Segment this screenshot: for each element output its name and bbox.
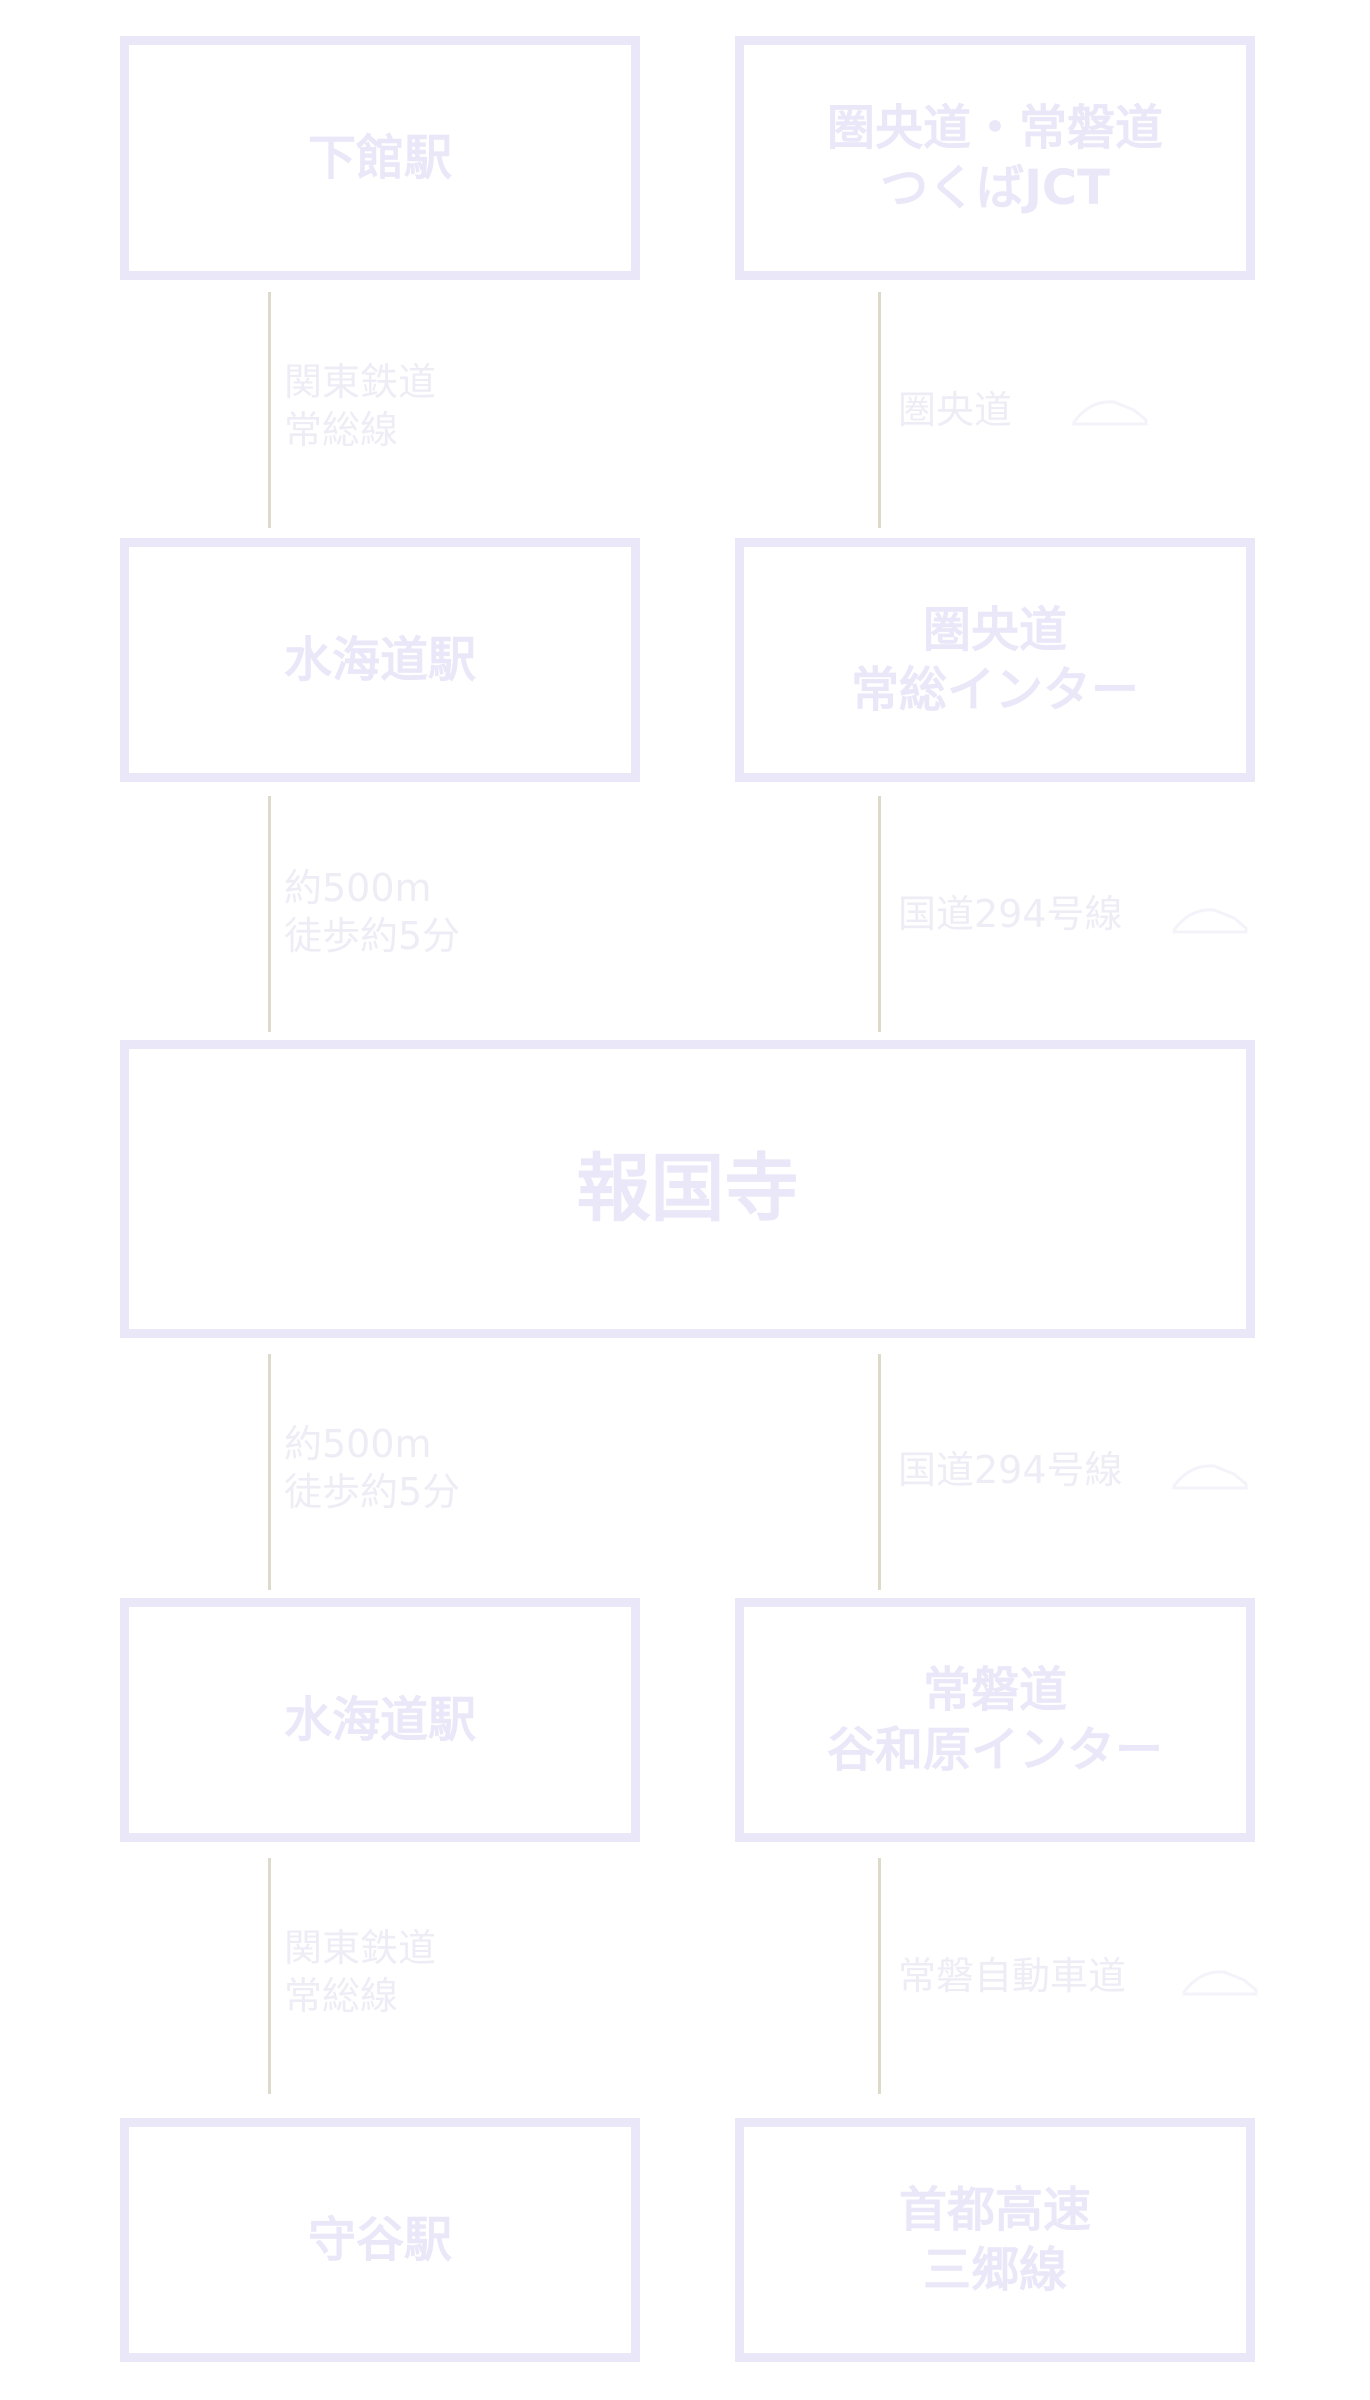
connector-line-left-1 [268, 292, 271, 528]
connector-line-right-1 [878, 292, 881, 528]
car-icon [1072, 400, 1148, 426]
connector-label-left-2: 約500m 徒歩約5分 [284, 866, 461, 958]
connector-line-right-4 [878, 1858, 881, 2094]
connector-line-right-3 [878, 1354, 881, 1590]
connector-label-right-2: 国道294号線 [898, 892, 1123, 936]
car-icon [1182, 1970, 1258, 1996]
connector-label-left-1: 関東鉄道 常総線 [284, 360, 437, 452]
connector-label-right-1: 圏央道 [898, 388, 1013, 432]
node-mitsukaido-station-top: 水海道駅 [120, 538, 640, 782]
node-yawara-interchange: 常磐道 谷和原インター [735, 1598, 1255, 1842]
node-moriya-station: 守谷駅 [120, 2118, 640, 2362]
node-shimodate-station: 下館駅 [120, 36, 640, 280]
connector-line-left-3 [268, 1354, 271, 1590]
connector-line-left-2 [268, 796, 271, 1032]
connector-label-right-3: 国道294号線 [898, 1448, 1123, 1492]
connector-label-left-3: 約500m 徒歩約5分 [284, 1422, 461, 1514]
node-destination-hokokuji: 報国寺 [120, 1040, 1255, 1338]
connector-line-left-4 [268, 1858, 271, 2094]
connector-line-right-2 [878, 796, 881, 1032]
node-joso-interchange: 圏央道 常総インター [735, 538, 1255, 782]
node-mitsukaido-station-bottom: 水海道駅 [120, 1598, 640, 1842]
node-misato-line: 首都高速 三郷線 [735, 2118, 1255, 2362]
node-tsukuba-jct: 圏央道・常磐道 つくばJCT [735, 36, 1255, 280]
car-icon [1172, 908, 1248, 934]
car-icon [1172, 1464, 1248, 1490]
connector-label-right-4: 常磐自動車道 [898, 1954, 1127, 1998]
connector-label-left-4: 関東鉄道 常総線 [284, 1926, 437, 2018]
